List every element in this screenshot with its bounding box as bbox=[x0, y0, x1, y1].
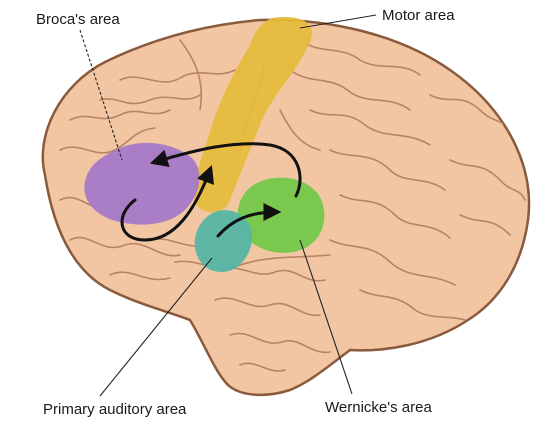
motor-label: Motor area bbox=[382, 7, 455, 24]
broca-label: Broca's area bbox=[36, 11, 120, 28]
auditory-to-wernicke-arrow bbox=[216, 203, 282, 238]
wernicke-label: Wernicke's area bbox=[325, 399, 432, 416]
motor-leader-line bbox=[299, 14, 377, 29]
wernicke-to-broca-arrow bbox=[149, 142, 302, 198]
primary-auditory-area-region bbox=[194, 210, 252, 272]
broca-to-motor-arrow bbox=[120, 164, 214, 242]
broca-leader-line bbox=[79, 29, 123, 161]
auditory-leader-line bbox=[99, 257, 213, 397]
wernicke-leader-line bbox=[299, 239, 353, 395]
label-leader-lines bbox=[79, 14, 377, 397]
broca-area-region bbox=[84, 142, 200, 225]
primary-auditory-label: Primary auditory area bbox=[43, 401, 187, 418]
motor-area-region bbox=[194, 17, 312, 212]
language-pathway-arrows bbox=[120, 142, 302, 242]
